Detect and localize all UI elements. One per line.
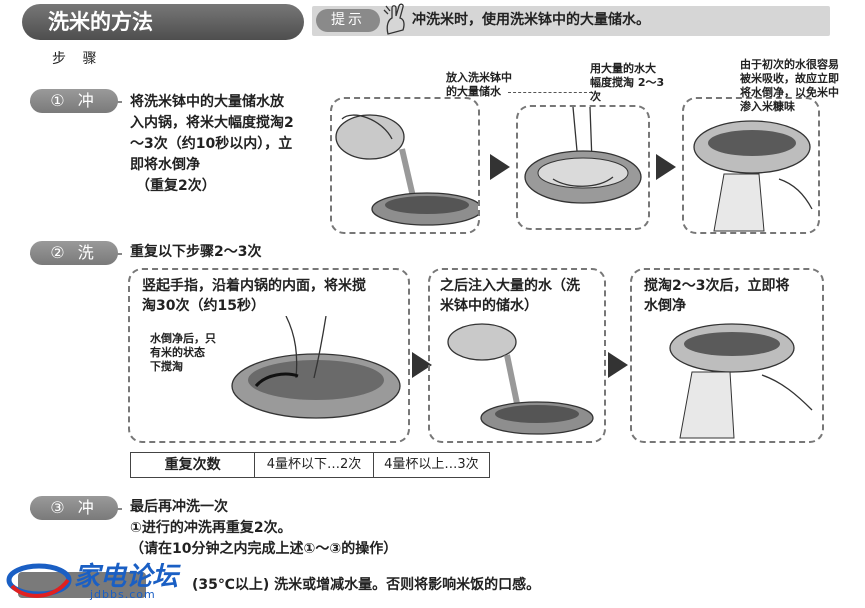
table-cell-small: 4量杯以下…2次 bbox=[255, 453, 374, 477]
finger-stir-illustration bbox=[231, 316, 401, 419]
step1-illustration-drain bbox=[682, 97, 820, 234]
logo-subtext: jdbbs.com bbox=[90, 588, 156, 601]
caption-leader-line bbox=[508, 92, 592, 93]
step2-box1-note: 水倒净后，只有米的状态下搅淘 bbox=[150, 332, 216, 373]
step1-description: 将洗米钵中的大量储水放 入内锅，将米大幅度搅淘2 ～3次（约10秒以内），立 即… bbox=[130, 94, 294, 194]
step2-box2-text: 之后注入大量的水（洗米钵中的储水） bbox=[440, 278, 580, 314]
step2-box-pour: 之后注入大量的水（洗米钵中的储水） bbox=[428, 268, 606, 443]
hand-icon bbox=[383, 3, 405, 35]
step3-description: 最后再冲洗一次 ①进行的冲洗再重复2次。 （请在10分钟之内完成上述①～③的操作… bbox=[130, 499, 398, 557]
step-arrow-icon bbox=[656, 154, 676, 180]
table-header: 重复次数 bbox=[131, 453, 256, 477]
step1-label: ① 冲 bbox=[30, 89, 118, 113]
step2-box3-text: 搅淘2～3次后，立即将水倒净 bbox=[644, 278, 790, 314]
step2-label: ② 洗 bbox=[30, 241, 118, 265]
hint-label: 提示 bbox=[316, 9, 380, 32]
step1-caption-c: 由于初次的水很容易被米吸收，故应立即将水倒净，以免米中渗入米糠味 bbox=[740, 58, 839, 113]
step1-caption-a: 放入洗米钵中的大量储水 bbox=[446, 71, 512, 98]
step-arrow-icon bbox=[490, 154, 510, 180]
repeat-count-table: 重复次数 4量杯以下…2次 4量杯以上…3次 bbox=[130, 452, 490, 478]
logo-text: 家电论坛 bbox=[74, 562, 179, 592]
refill-water-illustration bbox=[447, 323, 594, 435]
step3-label: ③ 冲 bbox=[30, 496, 118, 520]
logo-swirl-icon bbox=[6, 563, 72, 598]
step-arrow-icon bbox=[608, 352, 628, 378]
step-arrow-icon bbox=[412, 352, 432, 378]
drain-water-illustration bbox=[693, 120, 813, 232]
step1-illustration-pour bbox=[330, 97, 483, 234]
table-cell-large: 4量杯以上…3次 bbox=[384, 457, 479, 472]
step2-box1-text: 竖起手指，沿着内锅的内面，将米搅淘30次（约15秒） bbox=[142, 278, 366, 314]
step2-description: 重复以下步骤2～3次 bbox=[130, 244, 262, 260]
footer-note-text: (35℃以上) 洗米或增减水量。否则将影响米饭的口感。 bbox=[192, 577, 541, 593]
step2-box-stir: 竖起手指，沿着内锅的内面，将米搅淘30次（约15秒） 水倒净后，只有米的状态下搅… bbox=[128, 268, 410, 443]
stir-rice-illustration bbox=[524, 106, 642, 204]
drain-again-illustration bbox=[669, 323, 813, 439]
pour-water-illustration bbox=[335, 114, 483, 226]
site-logo: 家电论坛 jdbbs.com bbox=[4, 556, 204, 606]
step2-box-drain: 搅淘2～3次后，立即将水倒净 bbox=[630, 268, 824, 443]
hint-text: 冲洗米时，使用洗米钵中的大量储水。 bbox=[412, 12, 650, 28]
steps-heading: 步 骤 bbox=[52, 51, 103, 67]
step1-illustration-stir bbox=[516, 105, 650, 230]
section-title: 洗米的方法 bbox=[22, 4, 304, 40]
